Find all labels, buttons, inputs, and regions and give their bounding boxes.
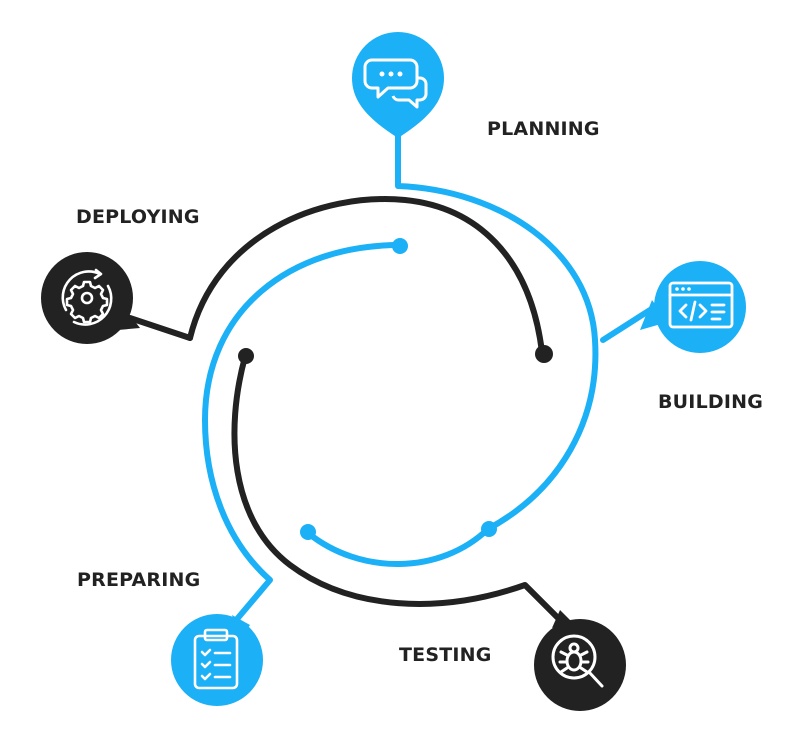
arc-end-dot [238, 348, 254, 364]
clipboard-checklist-icon [193, 628, 239, 690]
gear-cycle-icon [61, 268, 113, 326]
building-connector [600, 307, 653, 343]
deploying-label: DEPLOYING [76, 206, 200, 228]
testing-connector [231, 354, 568, 628]
planning-label: PLANNING [487, 118, 600, 140]
deploying-stub [127, 315, 193, 341]
chat-bubbles-icon [363, 58, 428, 109]
bug-magnifier-icon [551, 634, 604, 688]
testing-label: TESTING [399, 644, 492, 666]
testing-pin [534, 610, 626, 711]
planning-connector [395, 132, 599, 532]
preparing-pin [171, 614, 263, 706]
arc-end-dot [481, 521, 497, 537]
building-pin [640, 261, 746, 353]
planning-pin [352, 32, 444, 138]
arc-end-dot [392, 238, 408, 254]
arc-end-dot [300, 524, 316, 540]
deploying-connector [187, 196, 545, 355]
preparing-label: PREPARING [77, 569, 201, 591]
deploying-pin [41, 252, 140, 344]
inner-blue-arc [305, 526, 491, 567]
code-window-icon [668, 281, 734, 329]
arc-end-dot [535, 345, 553, 363]
preparing-connector [202, 242, 403, 628]
building-label: BUILDING [658, 391, 764, 413]
